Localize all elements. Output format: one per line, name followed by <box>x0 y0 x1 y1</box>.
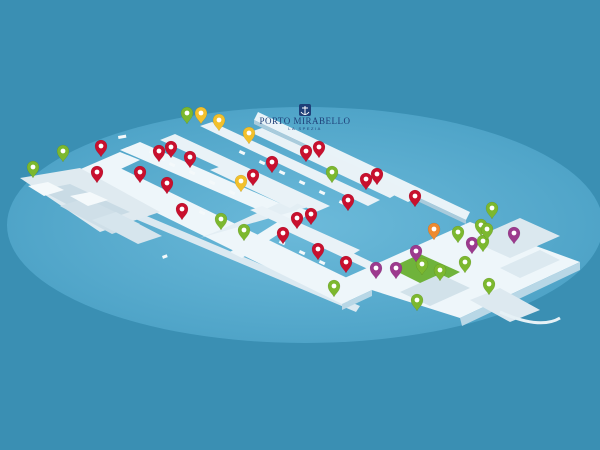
red-map-pin-icon[interactable] <box>312 140 326 159</box>
red-map-pin-icon[interactable] <box>183 150 197 169</box>
green-map-pin-icon[interactable] <box>485 201 499 220</box>
green-map-pin-icon[interactable] <box>476 234 490 253</box>
red-map-pin-icon[interactable] <box>408 189 422 208</box>
red-map-pin-icon[interactable] <box>175 202 189 221</box>
green-map-pin-icon[interactable] <box>433 263 447 282</box>
purple-map-pin-icon[interactable] <box>507 226 521 245</box>
brand-name: PORTO MIRABELLO <box>259 116 350 126</box>
green-map-pin-icon[interactable] <box>214 212 228 231</box>
anchor-crest-icon <box>299 104 311 116</box>
yellow-map-pin-icon[interactable] <box>212 113 226 132</box>
red-map-pin-icon[interactable] <box>339 255 353 274</box>
red-map-pin-icon[interactable] <box>359 172 373 191</box>
green-map-pin-icon[interactable] <box>482 277 496 296</box>
purple-map-pin-icon[interactable] <box>409 244 423 263</box>
yellow-map-pin-icon[interactable] <box>194 106 208 125</box>
red-map-pin-icon[interactable] <box>299 144 313 163</box>
purple-map-pin-icon[interactable] <box>369 261 383 280</box>
bridge <box>499 310 561 325</box>
green-map-pin-icon[interactable] <box>458 255 472 274</box>
green-map-pin-icon[interactable] <box>180 106 194 125</box>
brand-logo: PORTO MIRABELLO LA SPEZIA <box>259 104 350 131</box>
green-map-pin-icon[interactable] <box>56 144 70 163</box>
purple-map-pin-icon[interactable] <box>389 261 403 280</box>
red-map-pin-icon[interactable] <box>341 193 355 212</box>
green-map-pin-icon[interactable] <box>415 257 429 276</box>
naval-pier <box>20 168 162 244</box>
green-map-pin-icon[interactable] <box>327 279 341 298</box>
red-map-pin-icon[interactable] <box>370 167 384 186</box>
red-map-pin-icon[interactable] <box>265 155 279 174</box>
red-map-pin-icon[interactable] <box>276 226 290 245</box>
green-map-pin-icon[interactable] <box>451 225 465 244</box>
red-map-pin-icon[interactable] <box>160 176 174 195</box>
yellow-map-pin-icon[interactable] <box>234 174 248 193</box>
shore-area <box>340 218 580 326</box>
orange-map-pin-icon[interactable] <box>427 222 441 241</box>
yellow-map-pin-icon[interactable] <box>242 126 256 145</box>
red-map-pin-icon[interactable] <box>90 165 104 184</box>
red-map-pin-icon[interactable] <box>94 139 108 158</box>
green-map-pin-icon[interactable] <box>237 223 251 242</box>
green-map-pin-icon[interactable] <box>325 165 339 184</box>
red-map-pin-icon[interactable] <box>246 168 260 187</box>
brand-subtitle: LA SPEZIA <box>288 126 322 131</box>
red-map-pin-icon[interactable] <box>304 207 318 226</box>
green-map-pin-icon[interactable] <box>480 222 494 241</box>
map-markers <box>26 106 521 312</box>
green-map-pin-icon[interactable] <box>410 293 424 312</box>
red-map-pin-icon[interactable] <box>311 242 325 261</box>
green-map-pin-icon[interactable] <box>26 160 40 179</box>
red-map-pin-icon[interactable] <box>152 144 166 163</box>
building-block <box>500 250 560 278</box>
red-map-pin-icon[interactable] <box>164 140 178 159</box>
red-map-pin-icon[interactable] <box>133 165 147 184</box>
red-map-pin-icon[interactable] <box>290 211 304 230</box>
purple-map-pin-icon[interactable] <box>465 236 479 255</box>
